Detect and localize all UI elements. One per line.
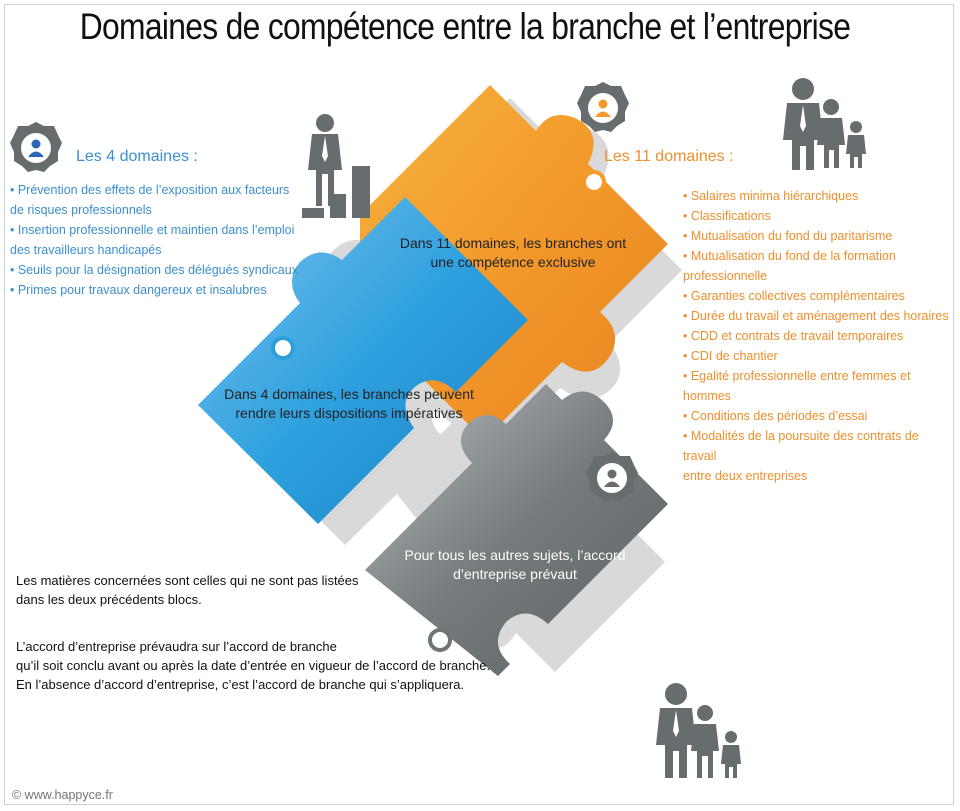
list-item: • Conditions des périodes d’essai xyxy=(683,409,868,423)
left-domain-list: • Prévention des effets de l’exposition … xyxy=(10,180,310,300)
list-item: • Modalités de la poursuite des contrats… xyxy=(683,429,919,463)
user-badge-icon-gray xyxy=(586,452,638,502)
note-line: qu’il soit conclu avant ou après la date… xyxy=(16,658,491,673)
page-title: Domaines de compétence entre la branche … xyxy=(79,6,851,47)
list-item: professionnelle xyxy=(683,269,768,283)
list-item: • Insertion professionnelle et maintien … xyxy=(10,223,295,237)
bottom-note-paragraph-1: Les matières concernées sont celles qui … xyxy=(16,571,359,609)
list-item: • Durée du travail et aménagement des ho… xyxy=(683,309,949,323)
list-item: • Seuils pour la désignation des délégué… xyxy=(10,263,298,277)
list-item: • CDD et contrats de travail temporaires xyxy=(683,329,904,343)
list-item: • Classifications xyxy=(683,209,771,223)
people-group-icon-top xyxy=(783,78,866,170)
right-domain-list: • Salaires minima hiérarchiques • Classi… xyxy=(683,186,953,486)
right-heading: Les 11 domaines : xyxy=(604,148,734,165)
orange-piece-text: Dans 11 domaines, les branches ont une c… xyxy=(399,235,627,270)
user-badge-icon-blue xyxy=(10,122,62,172)
ring-orange xyxy=(582,170,606,194)
gray-piece-text: Pour tous les autres sujets, l’accord d’… xyxy=(404,547,626,582)
list-item: • Prévention des effets de l’exposition … xyxy=(10,183,290,197)
list-item: des travailleurs handicapés xyxy=(10,243,162,257)
ring-gray xyxy=(428,628,452,652)
note-line: En l’absence d’accord d’entreprise, c’es… xyxy=(16,677,465,692)
list-item: • Mutualisation du fond de la formation xyxy=(683,249,896,263)
blue-puzzle-piece xyxy=(198,197,528,524)
businessman-chart-icon xyxy=(302,114,370,218)
people-group-icon-bottom xyxy=(656,683,741,778)
copyright-footer: © www.happyce.fr xyxy=(12,788,113,802)
gray-puzzle-piece xyxy=(365,384,668,676)
list-item: de risques professionnels xyxy=(10,203,152,217)
list-item: • Egalité professionnelle entre femmes e… xyxy=(683,369,911,403)
note-line: L’accord d’entreprise prévaudra sur l’ac… xyxy=(16,639,337,654)
list-item: • Garanties collectives complémentaires xyxy=(683,289,905,303)
list-item: entre deux entreprises xyxy=(683,469,808,483)
list-item: • CDI de chantier xyxy=(683,349,778,363)
border-frame xyxy=(4,4,954,805)
left-heading: Les 4 domaines : xyxy=(76,148,198,165)
list-item: • Salaires minima hiérarchiques xyxy=(683,189,859,203)
list-item: • Mutualisation du fond du paritarisme xyxy=(683,229,893,243)
user-badge-icon-orange xyxy=(577,82,629,132)
blue-piece-text: Dans 4 domaines, les branches peuvent re… xyxy=(224,386,474,421)
bottom-note-paragraph-2: L’accord d’entreprise prévaudra sur l’ac… xyxy=(16,637,490,694)
note-line: dans les deux précédents blocs. xyxy=(16,592,202,607)
list-item: • Primes pour travaux dangereux et insal… xyxy=(10,283,267,297)
note-line: Les matières concernées sont celles qui … xyxy=(16,573,359,588)
ring-blue xyxy=(271,336,295,360)
